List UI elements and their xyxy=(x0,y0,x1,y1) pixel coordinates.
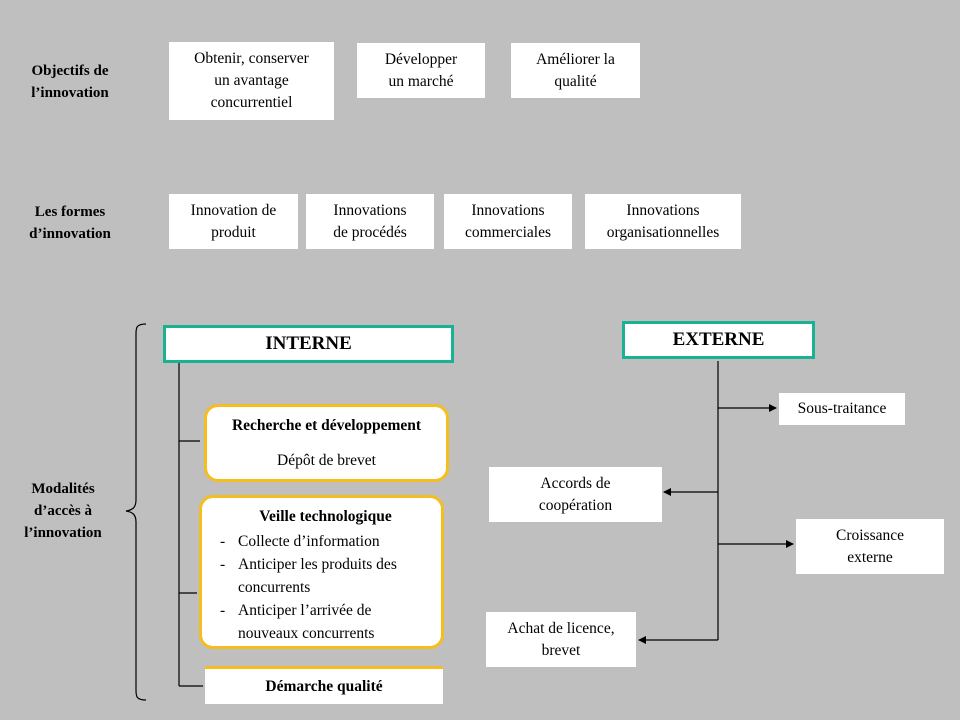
formes-label: Les formes d’innovation xyxy=(8,201,132,245)
forme-innovations-commerciales: Innovations commerciales xyxy=(444,194,572,249)
objectifs-label-line: l’innovation xyxy=(31,85,109,101)
externe-title: EXTERNE xyxy=(672,329,765,350)
achat-licence-box: Achat de licence, brevet xyxy=(486,612,636,667)
box-text-line: Obtenir, conserver xyxy=(194,50,309,67)
formes-label-line: Les formes xyxy=(34,204,106,220)
box-text-line: Achat de licence, xyxy=(507,619,615,637)
box-text-line: Accords de xyxy=(540,474,611,492)
modalites-label-line: Modalités xyxy=(31,481,95,497)
box-text-line: de procédés xyxy=(333,223,407,241)
formes-label-line: d’innovation xyxy=(29,226,111,242)
croissance-externe-box: Croissance externe xyxy=(796,519,944,574)
objectifs-label: Objectifs de l’innovation xyxy=(8,60,132,104)
objectifs-label-line: Objectifs de xyxy=(31,63,109,79)
qualite-box: Démarche qualité xyxy=(205,666,443,704)
box-text-line: coopération xyxy=(538,496,613,514)
forme-innovations-procedes: Innovations de procédés xyxy=(306,194,434,249)
veille-box: Veille technologique Collecte d’informat… xyxy=(199,495,444,649)
objectif-developper-marche: Développer un marché xyxy=(357,43,485,98)
box-text-line: Innovations xyxy=(471,201,545,219)
externe-header: EXTERNE xyxy=(622,321,815,359)
forme-innovations-organisationnelles: Innovations organisationnelles xyxy=(585,194,741,249)
veille-item-line: Anticiper l’arrivée de xyxy=(238,602,372,619)
rd-subtitle: Dépôt de brevet xyxy=(277,452,376,469)
box-text-line: Améliorer la xyxy=(536,50,615,68)
veille-item: Anticiper les produits des concurrents xyxy=(216,553,435,599)
objectif-ameliorer-qualite: Améliorer la qualité xyxy=(511,43,640,98)
veille-item-line: concurrents xyxy=(238,579,311,596)
box-text-line: un marché xyxy=(388,72,454,90)
veille-list: Collecte d’information Anticiper les pro… xyxy=(216,530,435,645)
veille-item-line: Anticiper les produits des xyxy=(238,556,397,573)
box-text-line: Développer xyxy=(384,50,458,68)
objectif-avantage-concurrentiel: Obtenir, conserver un avantage concurren… xyxy=(169,42,334,120)
interne-title: INTERNE xyxy=(265,333,352,354)
box-text-line: externe xyxy=(847,548,893,566)
qualite-title: Démarche qualité xyxy=(265,677,383,695)
veille-title: Veille technologique xyxy=(259,508,392,525)
veille-item: Collecte d’information xyxy=(216,530,435,553)
box-text-line: qualité xyxy=(554,72,597,90)
accords-cooperation-box: Accords de coopération xyxy=(489,467,662,522)
modalites-brace xyxy=(125,323,147,701)
box-text-line: commerciales xyxy=(464,223,552,241)
box-text-line: Innovation de xyxy=(190,201,277,219)
veille-item-line: Collecte d’information xyxy=(238,533,380,550)
box-text-line: Innovations xyxy=(626,201,700,219)
modalites-label-line: d’accès à xyxy=(34,503,92,519)
veille-item-line: nouveaux concurrents xyxy=(238,625,375,642)
modalites-label: Modalités d’accès à l’innovation xyxy=(4,478,122,544)
box-text-line: Sous-traitance xyxy=(797,400,887,417)
box-text-line: produit xyxy=(211,223,256,241)
box-text-line: Innovations xyxy=(333,201,407,219)
box-text-line: brevet xyxy=(541,641,581,659)
modalites-label-line: l’innovation xyxy=(24,525,102,541)
veille-item: Anticiper l’arrivée de nouveaux concurre… xyxy=(216,599,435,645)
box-text-line: Croissance xyxy=(835,526,904,544)
rd-title: Recherche et développement xyxy=(231,417,422,434)
box-text-line: concurrentiel xyxy=(210,94,293,111)
interne-header: INTERNE xyxy=(163,325,454,363)
sous-traitance-box: Sous-traitance xyxy=(779,393,905,425)
box-text-line: organisationnelles xyxy=(606,223,720,241)
box-text-line: un avantage xyxy=(214,72,289,89)
rd-box: Recherche et développement Dépôt de brev… xyxy=(204,404,449,482)
forme-innovation-produit: Innovation de produit xyxy=(169,194,298,249)
